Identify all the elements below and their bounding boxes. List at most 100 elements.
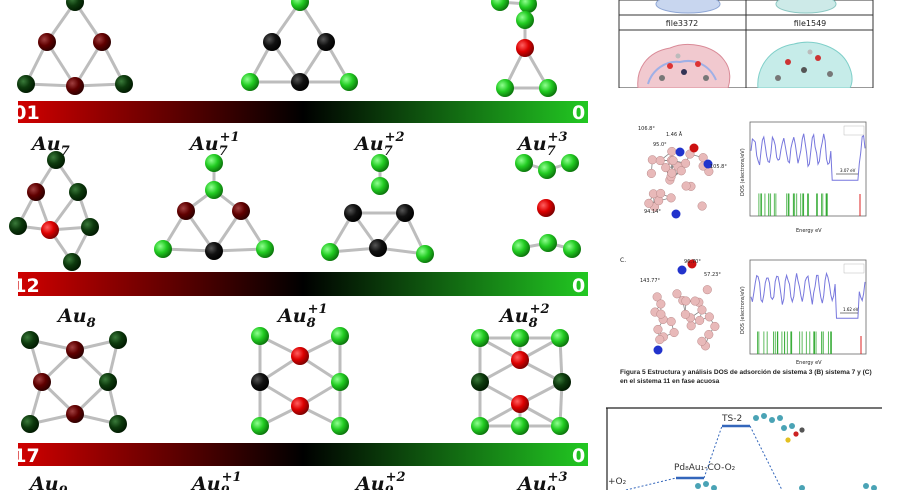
label-au9-plus3: Au9+3 [516, 470, 568, 490]
cluster-au8-plus2-atom [471, 417, 489, 435]
angle-b-1: 106.8° [638, 126, 655, 132]
cluster-au8-plus2-atom [511, 395, 529, 413]
cluster-au7-plus2-atom [321, 243, 339, 261]
cluster-au7-atom [27, 183, 45, 201]
cluster-au8-plus2-atom [553, 373, 571, 391]
molecule-atom [697, 201, 707, 211]
cluster-au8-atom [109, 415, 127, 433]
molecule-atom [652, 292, 662, 302]
cluster-au8-plus2-atom [551, 329, 569, 347]
cluster-au6-plus1-atom [291, 0, 309, 11]
molecule-atom [666, 316, 676, 327]
panel-c-letter: C. [620, 257, 626, 264]
energy-diagram: TS-2 Pd₈Au₁-CO-O₂ +O₂ [606, 406, 900, 490]
cluster-au7-plus3-atom [538, 161, 556, 179]
cluster-au8-atom [66, 405, 84, 423]
molecule-atom [656, 188, 666, 198]
cluster-au6-plus2-atom [516, 39, 534, 57]
cluster-au6-plus1-atom [340, 73, 358, 91]
dos-figure: 106.8° 1.46 Å 95.0° 105.8° 94.14° 3.07 e… [618, 110, 880, 392]
molecule-atom [661, 163, 671, 173]
cluster-au7-plus2-atom [369, 239, 387, 257]
molecule-atom [667, 146, 677, 157]
cluster-au7-plus3-atom [515, 154, 533, 172]
cluster-au6-plus1-atom [263, 33, 281, 51]
intermediate-label: Pd₈Au₁-CO-O₂ [674, 463, 736, 473]
dos-plot-b: 3.07 eV DOS (electrons/eV) Energy eV [740, 121, 867, 234]
cluster-au7-plus1-atom [154, 240, 172, 258]
angle-c-3: 143.77° [640, 278, 660, 284]
angle-b-3: 95.0° [653, 142, 667, 148]
cluster-au6-plus2-atom [516, 11, 534, 29]
angle-c-1: 96.70° [684, 259, 701, 265]
color-bar-3-zero: 0 [572, 445, 585, 467]
cluster-au8-plus1-atom [331, 373, 349, 391]
molecule-atom [702, 285, 712, 295]
molecule-b: 106.8° 1.46 Å 95.0° 105.8° 94.14° [638, 126, 727, 219]
cluster-figure-svg: 501 0 312 0 317 0 Au7 Au7+1 Au7+2 Au7+3 … [9, 0, 588, 490]
cluster-au6-atom [66, 0, 84, 11]
cluster-au6-atom [17, 75, 35, 93]
adsorbate-atom [687, 259, 697, 269]
angle-b-5: 94.14° [644, 209, 661, 215]
surface-thumb-1 [655, 0, 721, 14]
molecule-atom [704, 312, 714, 322]
molecule-atom [710, 321, 720, 331]
cluster-au7-plus3-atom [512, 239, 530, 257]
cluster-figure: 501 0 312 0 317 0 Au7 Au7+1 Au7+2 Au7+3 … [9, 0, 588, 490]
molecule-atom [686, 321, 696, 331]
label-au7: Au7 [30, 133, 70, 159]
cluster-au6-plus2-atom [539, 79, 557, 97]
gap-label-c: 1.62 eV [843, 307, 859, 312]
cluster-au8-plus1-atom [291, 347, 309, 365]
dos-figure-svg: 106.8° 1.46 Å 95.0° 105.8° 94.14° 3.07 e… [620, 121, 867, 366]
molecule-atom [681, 158, 691, 168]
cluster-au7-plus2-atom [371, 177, 389, 195]
molecule-atom [647, 155, 657, 165]
cluster-au7-plus2-atom [344, 204, 362, 222]
molecule-atom [697, 336, 707, 346]
cluster-au7-plus1-atom [177, 202, 195, 220]
cluster-au8-atom [21, 415, 39, 433]
cluster-au7-plus3-atom [561, 154, 579, 172]
molecule-atom [656, 309, 666, 319]
cluster-au7-plus1-atom [205, 242, 223, 260]
cluster-au7-plus1-atom [232, 202, 250, 220]
cluster-au8-plus2-atom [471, 329, 489, 347]
molecule-atom [655, 335, 665, 345]
cluster-au7-plus2-atom [416, 245, 434, 263]
cluster-au6-atom [93, 33, 111, 51]
molecule-atom [680, 309, 690, 319]
molecule-atom [681, 181, 691, 191]
ylabel-b: DOS (electrons/eV) [740, 148, 746, 196]
molecule-atom [666, 193, 676, 203]
cluster-au7-atom [69, 183, 87, 201]
energy-diagram-svg: TS-2 Pd₈Au₁-CO-O₂ +O₂ [606, 407, 882, 490]
cluster-au7-plus2-atom [371, 154, 389, 172]
cluster-au7-plus1-atom [205, 181, 223, 199]
molecule-atom [668, 155, 678, 166]
label-au9-plus1: Au9+1 [190, 470, 242, 490]
file-header-1: file3372 [666, 19, 699, 28]
cluster-au7-atom [9, 217, 27, 235]
adsorbate-atom [677, 265, 687, 275]
cluster-au6-atom [66, 77, 84, 95]
molecule-atom [656, 299, 666, 309]
intermediate-structure [695, 481, 717, 490]
molecule-atom [644, 198, 654, 208]
cluster-au6-plus1-atom [317, 33, 335, 51]
adsorbate-atom [653, 345, 663, 355]
cluster-au7-plus3-atom [563, 240, 581, 258]
file-table: file3372 file1549 [618, 0, 874, 88]
cluster-au6-plus1-atom [291, 73, 309, 91]
cluster-au6-plus1-atom [241, 73, 259, 91]
ylabel-c: DOS (electrons/eV) [740, 286, 746, 334]
cluster-au8-plus1-atom [251, 327, 269, 345]
xlabel-c: Energy eV [796, 360, 822, 366]
color-bar-3 [18, 443, 588, 466]
cluster-au7-atom [81, 218, 99, 236]
cluster-au8-plus1-atom [291, 397, 309, 415]
cluster-au8-plus2-atom [511, 351, 529, 369]
gap-label-b: 3.07 eV [840, 168, 856, 173]
figure-caption: Figura 5 Estructura y análisis DOS de ad… [620, 369, 872, 385]
